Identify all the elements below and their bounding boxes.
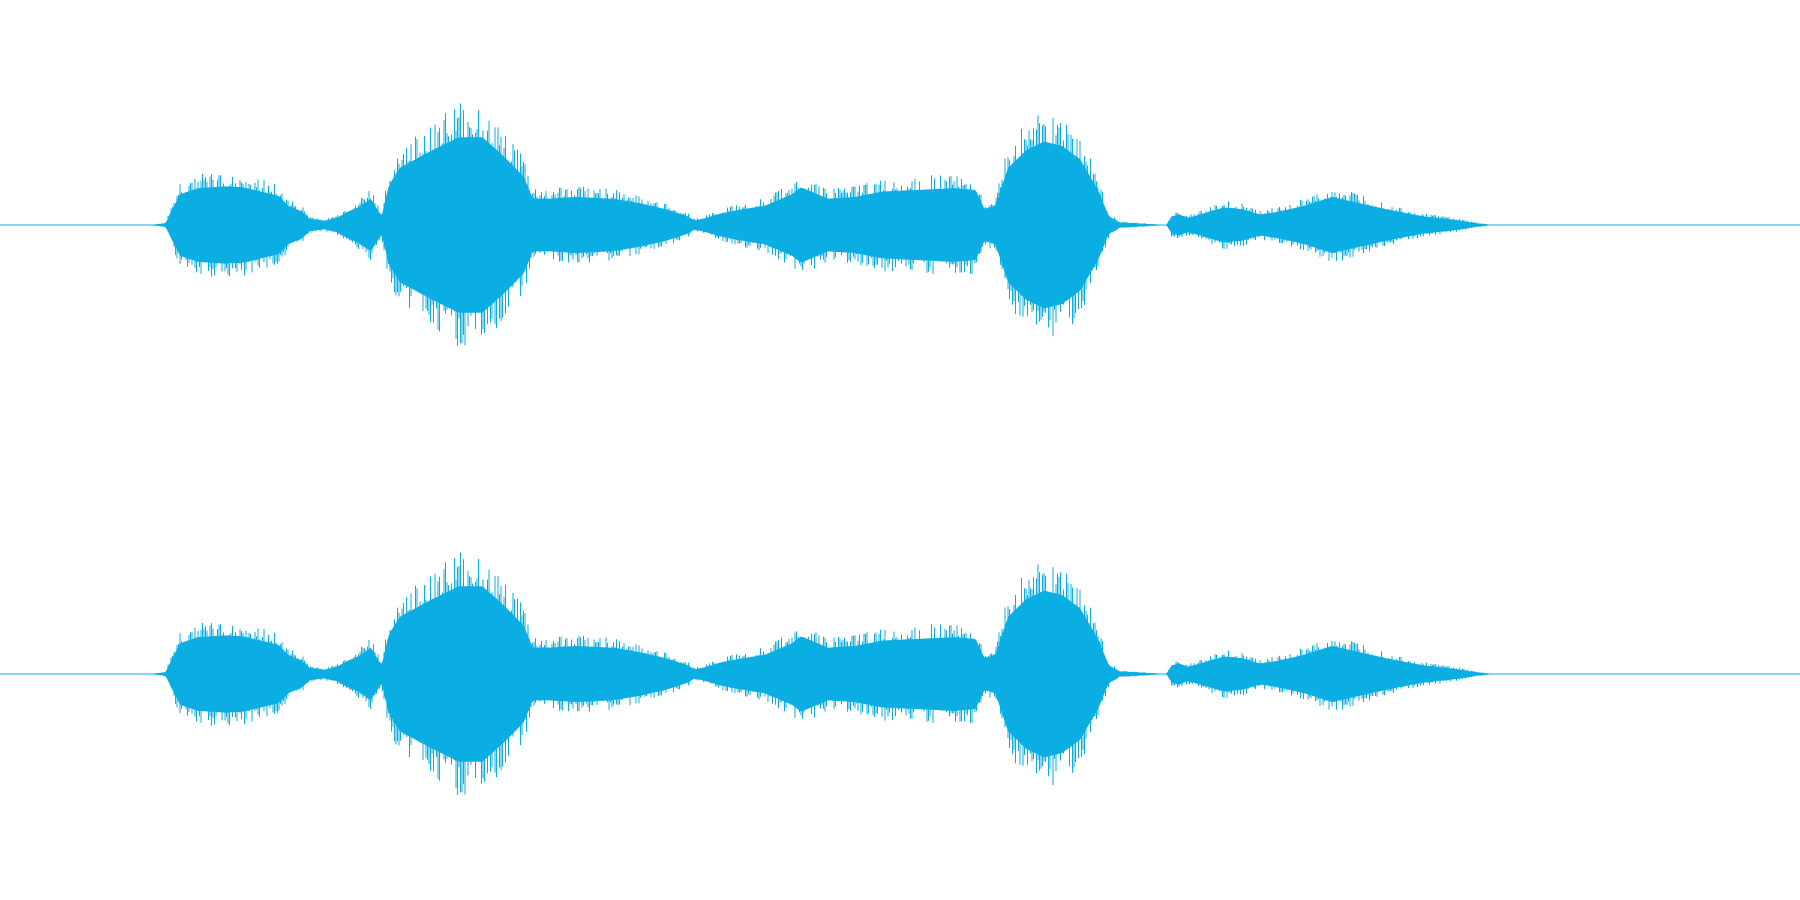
- channel-1-waveform: [0, 103, 1800, 346]
- channel-2-waveform: [0, 552, 1800, 795]
- waveform-spikes: [154, 552, 1489, 795]
- waveform-spikes: [154, 103, 1489, 346]
